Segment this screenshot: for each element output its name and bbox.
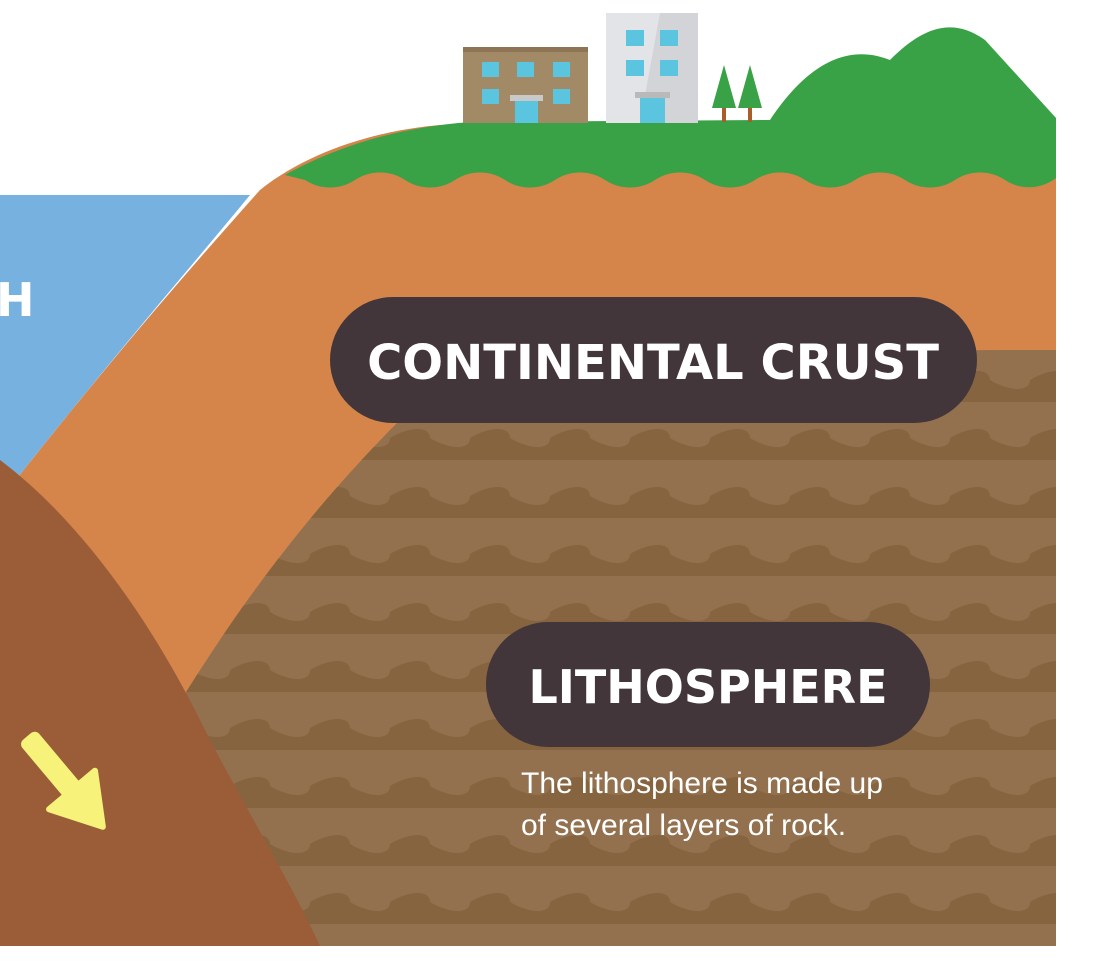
ocean (0, 195, 250, 500)
office-building-icon (606, 13, 698, 123)
rock-band (175, 835, 1056, 866)
rock-band (175, 545, 1056, 576)
rock-band (175, 429, 1056, 460)
continental-crust-label: CONTINENTAL CRUST (330, 297, 977, 423)
continental-crust-text: CONTINENTAL CRUST (367, 335, 939, 391)
rock-band (175, 487, 1056, 518)
subducting-slab (0, 460, 320, 946)
down-arrow-icon (21, 731, 106, 830)
lithosphere-text: LITHOSPHERE (528, 660, 887, 714)
tree-icon (712, 65, 762, 122)
caption-line-1: The lithosphere is made up (521, 767, 883, 800)
grass-layer (285, 27, 1056, 188)
rock-band (175, 777, 1056, 808)
lithosphere-label: LITHOSPHERE (486, 622, 930, 747)
ocean-label-partial: H (0, 273, 35, 327)
building-icon (463, 47, 588, 123)
caption-line-2: of several layers of rock. (521, 809, 846, 842)
rock-band (175, 893, 1056, 924)
